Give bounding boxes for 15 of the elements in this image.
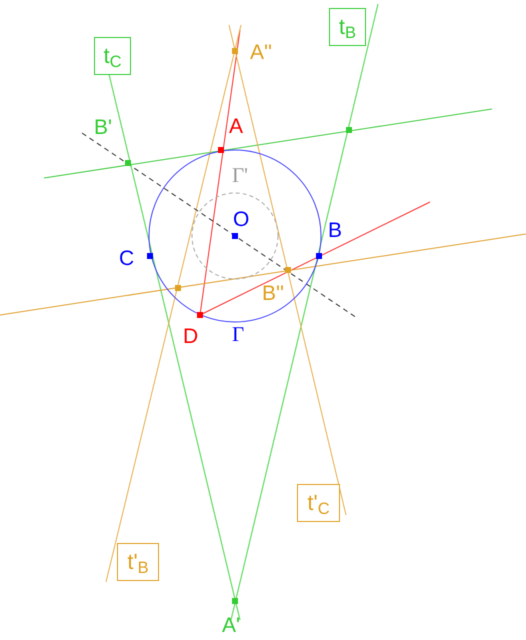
point-label: B <box>328 220 342 241</box>
point-label: D <box>183 326 198 347</box>
point-label: B'' <box>262 283 284 304</box>
label-box: t$_{B}$ <box>329 8 366 46</box>
point-label: A'' <box>250 42 272 63</box>
label-box: t'$_{B}$ <box>117 543 159 581</box>
point-label: A' <box>222 615 240 636</box>
point-label: Γ <box>232 324 244 345</box>
label-box: t'$_{C}$ <box>297 484 340 522</box>
point-label: C <box>119 248 134 269</box>
point-label: A <box>229 116 244 137</box>
point-label: O <box>233 209 250 230</box>
point-label: Γ' <box>232 165 248 186</box>
point-label: B' <box>94 117 112 138</box>
label-box: t$_{C}$ <box>94 37 131 75</box>
